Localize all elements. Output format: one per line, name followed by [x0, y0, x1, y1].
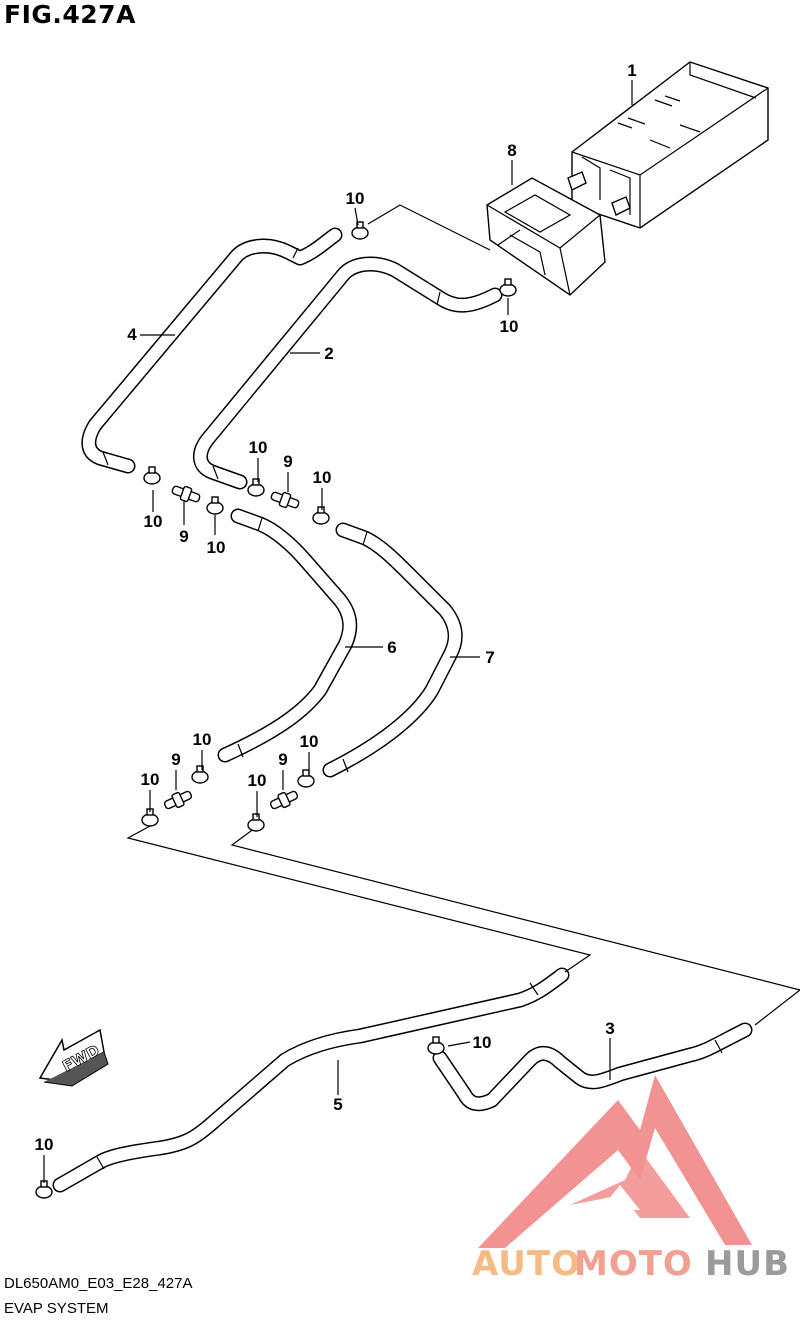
callout-10: 10 — [248, 771, 267, 790]
clamp — [247, 478, 265, 497]
hose-part-2 — [193, 256, 503, 490]
figure-title: FIG.427A — [4, 0, 136, 29]
clamp — [297, 769, 315, 788]
clamp — [206, 496, 224, 515]
fwd-direction-arrow: FWD — [38, 1028, 109, 1087]
joint — [171, 485, 201, 503]
callout-10: 10 — [313, 468, 332, 487]
callout-1: 1 — [627, 61, 636, 80]
clamp — [427, 1036, 445, 1055]
callout-labels: 1 8 10 10 4 2 10 9 10 10 9 10 6 7 10 9 1… — [35, 61, 637, 1154]
callout-2: 2 — [324, 344, 333, 363]
callout-9: 9 — [278, 750, 287, 769]
callout-7: 7 — [485, 648, 494, 667]
clamp — [499, 278, 517, 297]
clamp — [351, 221, 369, 240]
figure-code: DL650AM0_E03_E28_427A — [4, 1275, 193, 1292]
hose-part-3 — [432, 1022, 753, 1112]
clamp — [35, 1180, 53, 1199]
clamp — [143, 466, 161, 485]
hose-part-7 — [322, 522, 463, 778]
hose-part-5 — [52, 967, 570, 1193]
canister-part-1 — [567, 61, 769, 229]
callout-10: 10 — [300, 732, 319, 751]
watermark-brand-moto: MOTO — [574, 1244, 693, 1284]
clamp — [191, 765, 209, 784]
joint — [270, 491, 300, 509]
hose-part-6 — [217, 508, 358, 763]
callout-4: 4 — [127, 325, 137, 344]
joint — [163, 790, 193, 810]
callout-10: 10 — [193, 730, 212, 749]
callout-10: 10 — [249, 438, 268, 457]
bracket-part-8 — [486, 177, 606, 296]
routing-line-top — [367, 204, 491, 251]
system-name: EVAP SYSTEM — [4, 1300, 109, 1317]
leader-lines — [43, 80, 633, 1183]
joint — [269, 790, 299, 810]
routing-lines-lower — [126, 825, 800, 1026]
watermark-brand-hub: HUB — [705, 1244, 790, 1284]
callout-9: 9 — [179, 527, 188, 546]
callout-6: 6 — [387, 638, 396, 657]
callout-10: 10 — [500, 317, 519, 336]
watermark-logo: AUTO MOTO HUB — [472, 1075, 790, 1284]
callout-10: 10 — [346, 189, 365, 208]
callout-9: 9 — [171, 750, 180, 769]
callout-10: 10 — [141, 770, 160, 789]
callout-10: 10 — [144, 512, 163, 531]
clamp — [247, 813, 265, 832]
hose-part-4 — [81, 227, 343, 474]
callout-10: 10 — [473, 1033, 492, 1052]
callout-5: 5 — [333, 1095, 342, 1114]
callout-8: 8 — [507, 141, 516, 160]
watermark-brand-auto: AUTO — [472, 1244, 581, 1284]
clamp — [312, 506, 330, 525]
callout-9: 9 — [283, 452, 292, 471]
callout-10: 10 — [207, 538, 226, 557]
clamps-part-10 — [35, 221, 517, 1199]
callout-3: 3 — [605, 1019, 614, 1038]
callout-10: 10 — [35, 1135, 54, 1154]
